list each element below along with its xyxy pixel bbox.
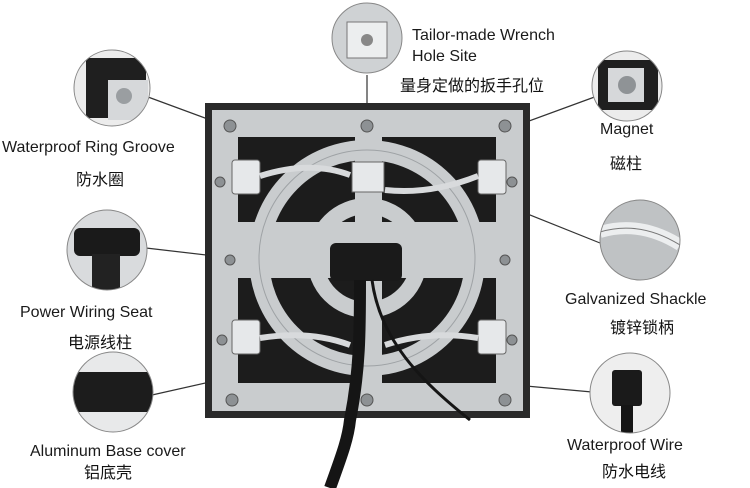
wire-label-cn: 防水电线 bbox=[602, 462, 667, 481]
wrench-label-en-2: Hole Site bbox=[412, 48, 477, 65]
magnet-detail-circle bbox=[592, 51, 662, 121]
power-seat-label-cn: 电源线柱 bbox=[68, 333, 133, 352]
magnet-label-cn: 磁柱 bbox=[610, 154, 643, 173]
shackle-label-cn: 镀锌锁柄 bbox=[610, 318, 675, 337]
base-cover-label-en: Aluminum Base cover bbox=[30, 443, 186, 460]
power-seat-label-en: Power Wiring Seat bbox=[20, 304, 153, 321]
ring-groove-label-en: Waterproof Ring Groove bbox=[2, 139, 175, 156]
ring-groove-label-cn: 防水圈 bbox=[76, 170, 125, 189]
shackle-detail-circle bbox=[600, 200, 680, 280]
wrench-label-cn: 量身定做的扳手孔位 bbox=[400, 76, 545, 95]
base-cover-detail-circle bbox=[73, 352, 153, 432]
wrench-detail-circle bbox=[332, 3, 402, 73]
ring-groove-detail-circle bbox=[74, 50, 150, 126]
wire-label-en: Waterproof Wire bbox=[567, 437, 683, 454]
shackle-label-en: Galvanized Shackle bbox=[565, 291, 707, 308]
cabinet-panel bbox=[205, 103, 530, 488]
wrench-label-en-1: Tailor-made Wrench bbox=[412, 27, 555, 44]
base-cover-label-cn: 铝底壳 bbox=[84, 463, 133, 482]
magnet-label-en: Magnet bbox=[600, 121, 654, 138]
power-seat-detail-circle bbox=[67, 210, 147, 290]
wire-detail-circle bbox=[590, 353, 670, 433]
